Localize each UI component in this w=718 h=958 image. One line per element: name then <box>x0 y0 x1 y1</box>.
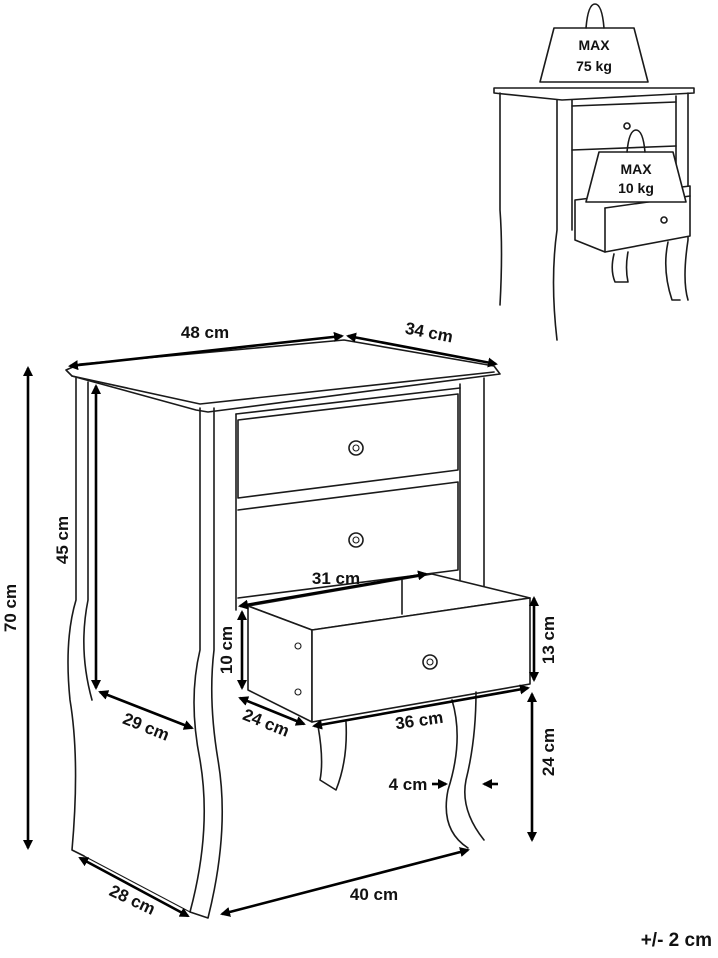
label-leg-height: 24 cm <box>539 728 558 776</box>
label-body-height: 45 cm <box>53 516 72 564</box>
dimension-lines <box>23 331 539 918</box>
label-total-height: 70 cm <box>1 584 20 632</box>
drawer-weight-load-label: 10 kg <box>618 180 654 196</box>
label-base-width: 40 cm <box>350 885 398 904</box>
label-depth-top: 34 cm <box>404 319 455 347</box>
load-illustration: MAX 75 kg MAX 10 kg <box>493 3 695 341</box>
top-weight-max-label: MAX <box>578 37 610 53</box>
top-weight-load-label: 75 kg <box>576 58 612 74</box>
label-drawer-inner-height: 10 cm <box>217 626 236 674</box>
label-leg-width: 4 cm <box>389 775 428 794</box>
label-drawer-inner-width: 31 cm <box>312 569 360 588</box>
tolerance-label: +/- 2 cm <box>641 930 712 951</box>
label-drawer-depth: 24 cm <box>240 705 292 741</box>
nightstand-main <box>65 339 531 919</box>
drawer-weight-max-label: MAX <box>620 161 652 177</box>
label-side-depth: 29 cm <box>120 709 172 745</box>
label-width-top: 48 cm <box>181 323 229 342</box>
label-drawer-front-height: 13 cm <box>539 616 558 664</box>
